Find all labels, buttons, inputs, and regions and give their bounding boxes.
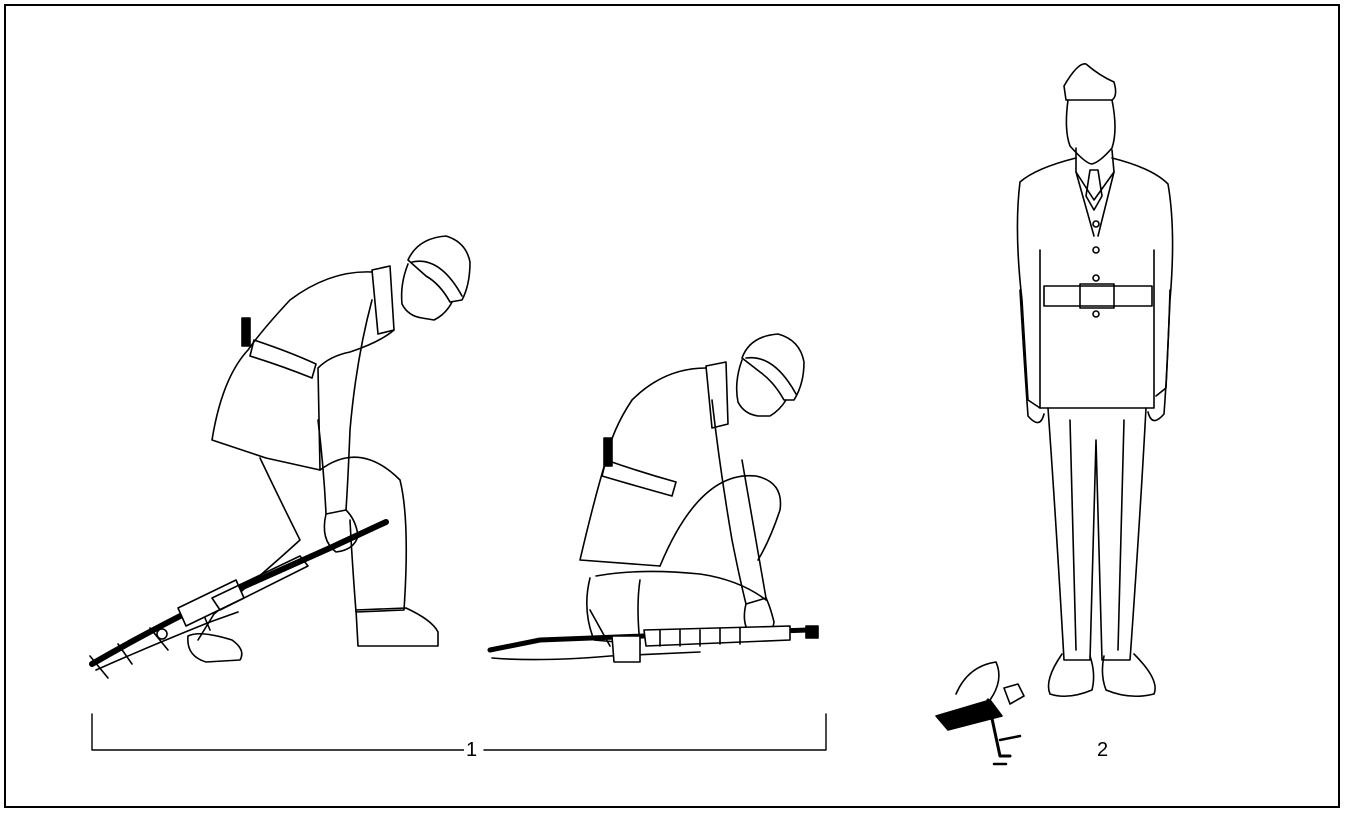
- soldier-bending-figure: [90, 236, 470, 678]
- soldier-attention-figure: [936, 64, 1173, 764]
- callout-bracket-1: [92, 714, 826, 750]
- soldier-kneeling-figure: [490, 334, 818, 662]
- callout-label-2: 2: [1095, 740, 1110, 760]
- callout-label-1: 1: [464, 740, 479, 760]
